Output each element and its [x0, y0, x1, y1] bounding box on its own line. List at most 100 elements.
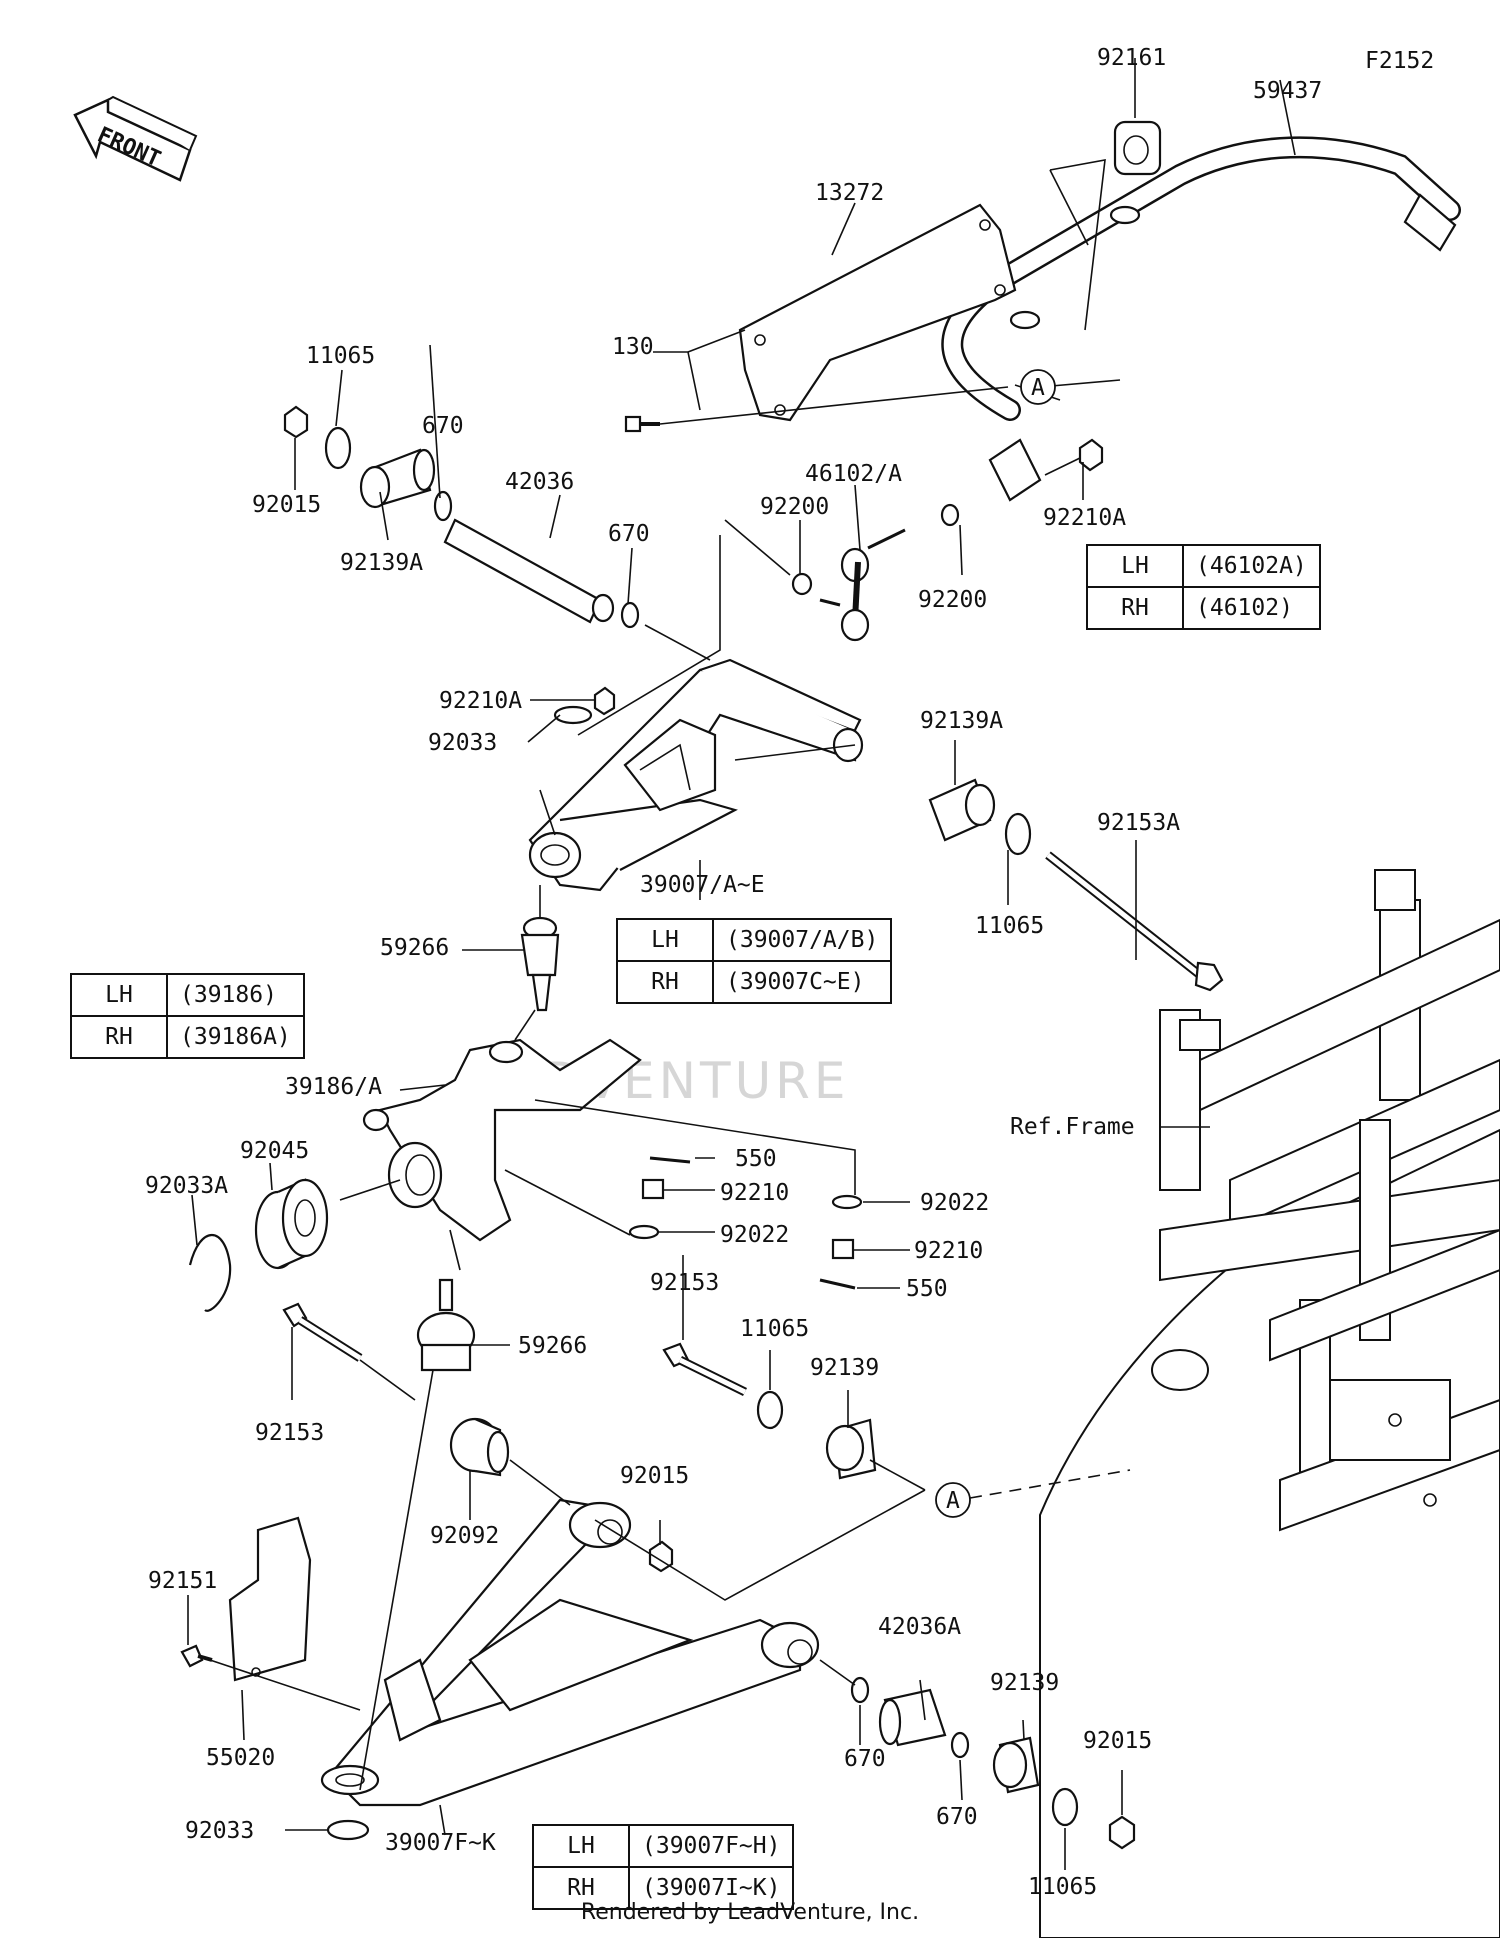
label-11065-a: 11065 — [306, 343, 375, 369]
label-39186A: 39186/A — [285, 1074, 382, 1100]
bushing-92092 — [449, 1417, 510, 1477]
washer-11065-b — [1004, 812, 1032, 856]
vehicle-frame — [1039, 869, 1500, 1938]
label-670-a: 670 — [422, 413, 464, 439]
table-upper-arm: LH(39007/A/B) RH(39007C~E) — [616, 918, 893, 1004]
label-39007AE: 39007/A~E — [640, 872, 765, 898]
label-670-c: 670 — [844, 1746, 886, 1772]
label-92015-c: 92015 — [1083, 1728, 1152, 1754]
label-92015-a: 92015 — [252, 492, 321, 518]
table-stabilizer-link: LH(46102A) RH(46102) — [1086, 544, 1321, 630]
label-92210-a: 92210 — [720, 1180, 789, 1206]
washer-92200-b — [940, 503, 960, 527]
label-92033-b: 92033 — [185, 1818, 254, 1844]
label-92153-b: 92153 — [255, 1420, 324, 1446]
label-59437: 59437 — [1253, 78, 1322, 104]
label-92139-a: 92139 — [810, 1355, 879, 1381]
nut-92210-a — [641, 1178, 665, 1200]
washer-11065-c — [756, 1390, 784, 1430]
lower-arm-39007 — [320, 1498, 820, 1807]
label-55020: 55020 — [206, 1745, 275, 1771]
callout-a-lower: A — [935, 1482, 971, 1518]
label-92153A: 92153A — [1097, 810, 1180, 836]
label-92022-b: 92022 — [920, 1190, 989, 1216]
bolt-92153A — [1045, 851, 1224, 992]
oring-670-a — [433, 490, 453, 522]
pipe-42036 — [443, 518, 615, 624]
label-59266-a: 59266 — [380, 935, 449, 961]
callout-a-upper: A — [1020, 369, 1056, 405]
label-92200-a: 92200 — [760, 494, 829, 520]
label-550-a: 550 — [735, 1146, 777, 1172]
footer-credit: Rendered by LeadVenture, Inc. — [580, 1900, 920, 1925]
label-92161: 92161 — [1097, 45, 1166, 71]
table-row: LH(46102A) — [1086, 544, 1321, 588]
table-row: RH(46102) — [1086, 586, 1321, 630]
label-92210-b: 92210 — [914, 1238, 983, 1264]
ball-joint-59266-a — [520, 916, 560, 1012]
nut-92015-a — [283, 405, 309, 439]
label-92045: 92045 — [240, 1138, 309, 1164]
washer-92200-a — [791, 572, 813, 596]
label-92033A: 92033A — [145, 1173, 228, 1199]
nut-92210-b — [831, 1238, 855, 1260]
bushing-92139A-b — [928, 778, 996, 842]
front-arrow-icon: FRONT — [73, 95, 198, 182]
leader-lines — [187, 58, 1296, 1870]
table-row: LH(39007F~H) — [532, 1824, 795, 1868]
label-13272: 13272 — [815, 180, 884, 206]
nut-92015-c — [1108, 1815, 1136, 1850]
label-670-d: 670 — [936, 1804, 978, 1830]
bolt-130 — [624, 415, 660, 433]
cotter-550-b — [819, 1278, 856, 1290]
table-row: LH(39007/A/B) — [616, 918, 893, 962]
label-59266-b: 59266 — [518, 1333, 587, 1359]
bushing-92139-a — [825, 1418, 877, 1480]
washer-92022-b — [831, 1194, 863, 1210]
washer-11065-d — [1051, 1787, 1079, 1827]
washer-11065-a — [324, 426, 352, 470]
label-11065-b: 11065 — [975, 913, 1044, 939]
link-46102 — [819, 528, 906, 642]
bearing-92045 — [254, 1178, 329, 1270]
clip-92033-b — [326, 1819, 370, 1841]
figure-code: F2152 — [1365, 48, 1434, 74]
bolt-92153-a — [282, 1302, 363, 1362]
table-row: RH(39007I~K) — [532, 1866, 795, 1910]
bracket-13272 — [738, 203, 1017, 422]
pipe-42036A — [878, 1688, 947, 1747]
skid-plate-55020 — [228, 1516, 312, 1682]
part-labels: F2152 92161 59437 13272 130 11065 92015 … — [145, 45, 1434, 1900]
oring-670-b — [620, 601, 640, 629]
label-92139-b: 92139 — [990, 1670, 1059, 1696]
circlip-92033A — [188, 1234, 232, 1312]
nut-92210A-b — [593, 686, 616, 716]
table-lower-arm: LH(39007F~H) RH(39007I~K) — [532, 1824, 795, 1910]
bolt-92151 — [180, 1644, 213, 1668]
table-row: RH(39186A) — [70, 1015, 305, 1059]
bushing-92161 — [1113, 120, 1162, 176]
washer-92022-a — [628, 1224, 660, 1240]
clip-92033-a — [553, 705, 593, 725]
bolt-92153-b — [662, 1342, 747, 1397]
svg-text:A: A — [946, 1488, 960, 1514]
label-92200-b: 92200 — [918, 587, 987, 613]
bushing-92139-b — [992, 1736, 1040, 1794]
table-row: LH(39186) — [70, 973, 305, 1017]
label-92022-a: 92022 — [720, 1222, 789, 1248]
label-39007FK: 39007F~K — [385, 1830, 496, 1856]
table-row: RH(39007C~E) — [616, 960, 893, 1004]
label-92151: 92151 — [148, 1568, 217, 1594]
label-42036A: 42036A — [878, 1614, 961, 1640]
oring-670-c — [850, 1676, 870, 1704]
label-130: 130 — [612, 334, 654, 360]
knuckle-39186 — [362, 1038, 642, 1242]
svg-text:A: A — [1031, 375, 1045, 401]
label-92092: 92092 — [430, 1523, 499, 1549]
label-42036: 42036 — [505, 469, 574, 495]
label-46102A: 46102/A — [805, 461, 902, 487]
label-92015-b: 92015 — [620, 1463, 689, 1489]
ball-joint-59266-b — [416, 1278, 476, 1372]
stabilizer-bar — [941, 136, 1461, 502]
